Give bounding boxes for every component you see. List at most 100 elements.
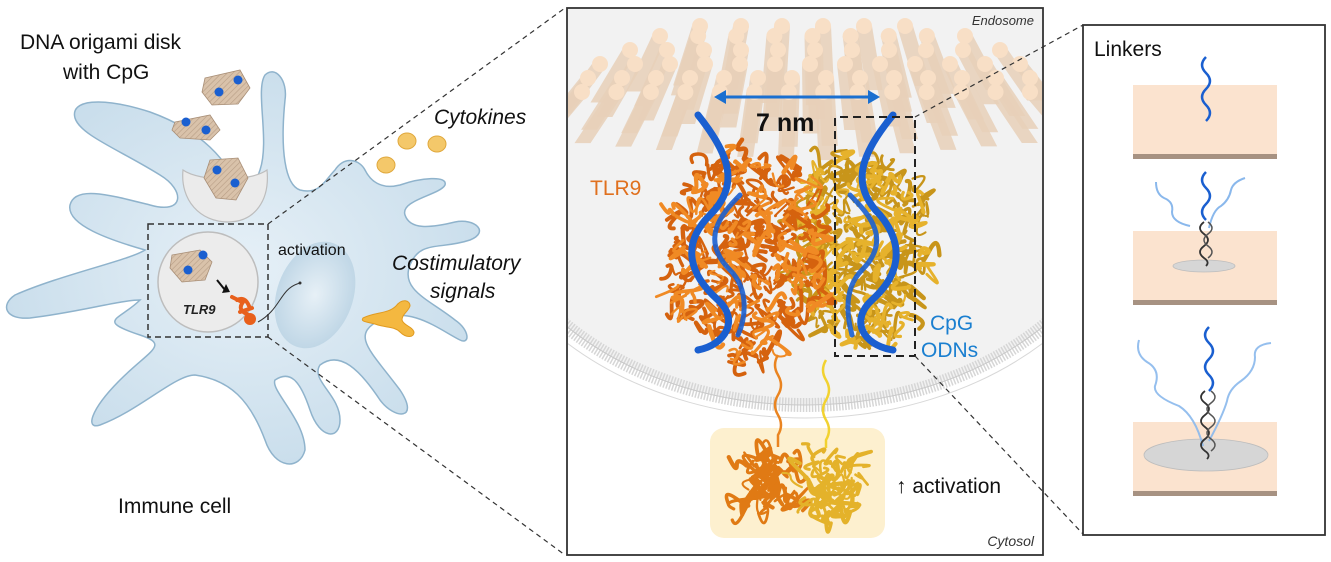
middle-panel <box>566 7 1044 556</box>
cpg-odn-right-2 <box>845 192 880 338</box>
tlr9-tir-domains <box>724 438 873 534</box>
origami-helix-cylinder <box>987 84 1038 143</box>
tlr9-monomer-gold-strand <box>906 292 927 310</box>
tlr9-monomer-orange-strand <box>741 340 754 350</box>
tlr9-monomer-gold-strand <box>848 261 863 277</box>
origami-helix-cylinder <box>625 28 668 92</box>
tlr9-monomer-orange-strand <box>759 243 778 257</box>
tlr9-monomer-orange-strand <box>781 320 805 342</box>
origami-helix-cylinder <box>574 84 625 144</box>
tlr9-monomer-gold-strand <box>900 281 926 301</box>
tlr9-monomer-gold-strand <box>876 196 899 213</box>
tlr9-monomer-gold-strand <box>898 310 914 322</box>
tlr9-monomer-gold-strand <box>893 320 905 339</box>
tlr9-monomer-orange-strand <box>727 220 739 234</box>
tlr9-monomer-orange-strand <box>776 173 792 189</box>
tlr9-monomer-orange-strand <box>703 258 721 265</box>
tlr9-monomer-gold-strand <box>839 336 858 350</box>
tlr9-monomer-orange-strand <box>733 157 753 173</box>
tlr9-monomer-gold-strand <box>818 309 829 334</box>
tlr9-monomer-gold-strand <box>851 240 867 264</box>
cpg-odn-left <box>688 111 732 354</box>
tlr9-monomer-gold-strand <box>917 246 931 258</box>
tir-domain-gold-strand <box>846 463 871 474</box>
arrow-icon <box>222 284 230 293</box>
tlr9-monomer-gold-strand <box>835 188 850 198</box>
tlr9-monomer-orange-strand <box>704 301 724 321</box>
cpg-label-line2: ODNs <box>921 339 978 362</box>
tlr9-monomer-orange-strand <box>794 185 812 195</box>
tlr9-monomer-orange-strand <box>659 202 676 217</box>
activation-label-left: activation <box>278 242 346 259</box>
tir-domain-orange-strand <box>761 450 781 460</box>
tlr9-monomer-orange-strand <box>773 252 782 262</box>
tlr9-monomer-orange-strand <box>737 205 746 224</box>
cytokines <box>376 132 447 174</box>
tlr9-monomer-orange-strand <box>717 220 730 231</box>
tlr9-monomer-orange-strand <box>728 347 739 361</box>
tlr9-monomer-gold-strand <box>830 148 850 161</box>
tlr9-monomer-orange-strand <box>806 292 834 313</box>
tlr9-monomer-orange-strand <box>796 297 812 326</box>
origami-helix-cylinder <box>655 84 694 151</box>
origami-helix-cylinder <box>918 42 956 108</box>
tir-domain-orange-strand <box>726 454 749 471</box>
tlr9-monomer-gold-strand <box>857 335 876 348</box>
tlr9-monomer-orange-strand <box>811 231 828 247</box>
tlr9-monomer-orange-strand <box>810 267 826 283</box>
tlr9-monomer-gold-strand <box>832 212 843 226</box>
origami-helix-cylinder <box>918 84 957 150</box>
tlr9-monomer-orange-strand <box>742 231 760 248</box>
origami-label-line1: DNA origami disk <box>20 31 182 54</box>
endosome-label: Endosome <box>972 13 1034 28</box>
linkers-title: Linkers <box>1094 38 1162 61</box>
tlr9-monomer-orange-strand <box>682 307 698 322</box>
tlr9-monomer-orange-strand <box>670 306 684 323</box>
tlr9-monomer-gold-strand <box>924 262 939 285</box>
tlr9-monomer-gold-strand <box>902 206 912 236</box>
origami-disk <box>203 157 249 201</box>
tlr9-monomer-orange-strand <box>691 172 708 192</box>
tir-domain-gold-strand <box>800 442 816 459</box>
tir-domain-gold-strand <box>829 500 862 509</box>
linker-variant-long-duplex <box>1133 326 1277 496</box>
tlr9-monomer-orange-strand <box>781 174 788 186</box>
tlr9-monomer-orange-strand <box>760 162 772 170</box>
tlr9-monomer-orange-strand <box>654 283 680 299</box>
tir-domain-gold-strand <box>803 460 820 471</box>
tlr9-monomer-orange-strand <box>679 182 694 196</box>
tlr9-monomer-orange-strand <box>742 350 759 361</box>
tlr9-monomer-orange-strand <box>765 291 788 313</box>
tir-domain-orange-strand <box>762 489 779 510</box>
tlr9-monomer-orange-strand <box>784 306 801 317</box>
tlr9-monomer-orange-strand <box>723 300 739 309</box>
tlr9-monomer-orange-strand <box>735 137 749 162</box>
tlr9-monomer-gold-strand <box>916 188 936 207</box>
tlr9-monomer-gold-strand <box>888 171 903 184</box>
cpg-odn-left-2 <box>712 192 747 338</box>
tir-domain-orange-strand <box>743 451 758 469</box>
tir-domain-gold-strand <box>810 447 827 463</box>
tlr9-monomer-orange-strand <box>757 278 771 286</box>
tir-domain-gold-strand <box>822 498 847 519</box>
origami-disk <box>169 249 213 283</box>
tlr9-monomer-orange-strand <box>764 335 792 357</box>
tlr9-monomer-gold-strand <box>809 204 829 216</box>
tlr9-monomer-orange-strand <box>749 317 760 331</box>
tlr9-monomer-gold-strand <box>879 154 895 172</box>
tlr9-monomer-orange-strand <box>764 225 785 245</box>
tir-domain-gold-strand <box>838 476 853 500</box>
linkers-panel <box>1082 24 1326 536</box>
tlr9-monomer-gold-strand <box>890 280 912 291</box>
tlr9-monomer-orange-strand <box>669 291 690 304</box>
tlr9-monomer-orange-strand <box>774 273 788 289</box>
tlr9-monomer-gold-strand <box>807 316 820 329</box>
tlr9-monomer-gold-strand <box>827 164 843 176</box>
origami-helix-cylinder <box>884 84 916 154</box>
tlr9-monomer-orange-strand <box>739 299 760 312</box>
tlr9-monomer-orange-strand <box>802 245 820 258</box>
tir-domain-orange-strand <box>780 498 812 513</box>
tlr9-monomer-gold-strand <box>884 258 897 266</box>
tlr9-monomer-orange-strand <box>686 196 701 213</box>
